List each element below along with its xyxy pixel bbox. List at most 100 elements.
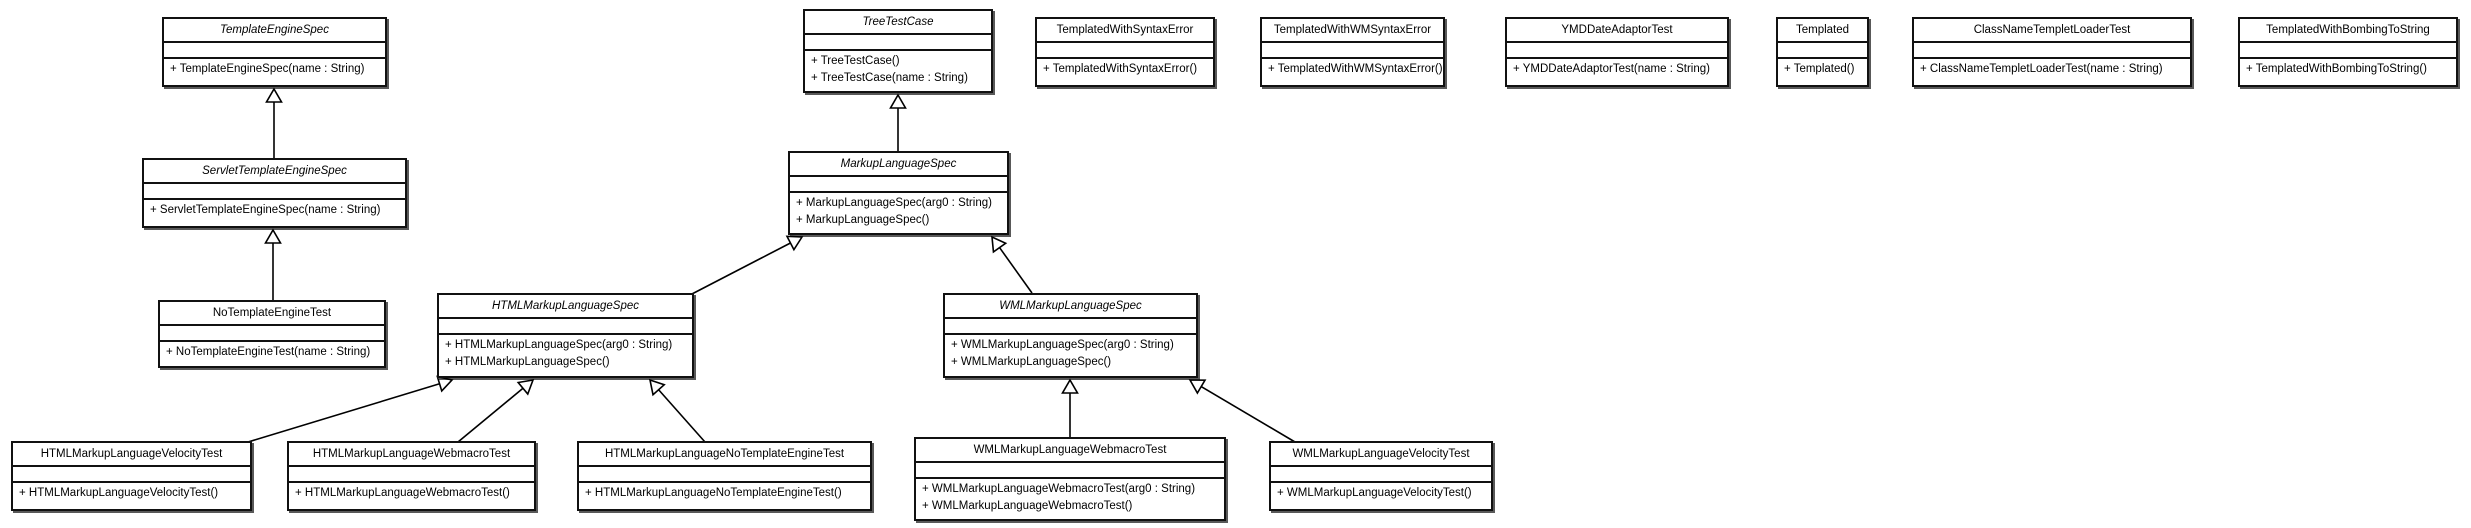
- class-title: WMLMarkupLanguageWebmacroTest: [916, 439, 1224, 463]
- generalization-arrowhead-icon: [889, 93, 907, 109]
- class-node-TemplatedWithBombingToString[interactable]: TemplatedWithBombingToString + TemplatedW…: [2238, 17, 2458, 87]
- generalization-edge-WMLMarkupLanguageVelocityTest-to-WMLMarkupLanguageSpec: [1200, 385, 1296, 443]
- class-title: YMDDateAdaptorTest: [1507, 19, 1727, 43]
- class-method: + TemplatedWithBombingToString(): [2246, 63, 2427, 75]
- class-attributes-compartment: [160, 326, 384, 342]
- class-title: WMLMarkupLanguageVelocityTest: [1271, 443, 1491, 467]
- class-method: + WMLMarkupLanguageVelocityTest(): [1277, 487, 1472, 499]
- class-method: + TemplatedWithWMSyntaxError(): [1268, 63, 1443, 75]
- class-attributes-compartment: [1262, 43, 1443, 59]
- class-attributes-compartment: [13, 467, 250, 483]
- class-attributes-compartment: [1271, 467, 1491, 483]
- class-methods-compartment: + MarkupLanguageSpec(arg0 : String) + Mar…: [790, 193, 1007, 233]
- class-method: + MarkupLanguageSpec(arg0 : String): [796, 197, 992, 209]
- class-title: Templated: [1778, 19, 1867, 43]
- class-method: + WMLMarkupLanguageWebmacroTest(arg0 : S…: [922, 483, 1196, 495]
- generalization-edge-HTMLMarkupLanguageSpec-to-MarkupLanguageSpec: [689, 242, 791, 296]
- class-methods-compartment: + Templated(): [1778, 59, 1867, 85]
- generalization-arrowhead-icon: [1061, 378, 1079, 394]
- class-node-HTMLMarkupLanguageSpec[interactable]: HTMLMarkupLanguageSpec + HTMLMarkupLangua…: [437, 293, 694, 378]
- class-node-NoTemplateEngineTest[interactable]: NoTemplateEngineTest + NoTemplateEngineTe…: [158, 300, 386, 368]
- class-method: + NoTemplateEngineTest(name : String): [166, 346, 371, 358]
- class-title: HTMLMarkupLanguageWebmacroTest: [289, 443, 534, 467]
- class-node-WMLMarkupLanguageVelocityTest[interactable]: WMLMarkupLanguageVelocityTest + WMLMarkup…: [1269, 441, 1493, 511]
- class-methods-compartment: + TemplatedWithSyntaxError(): [1037, 59, 1213, 85]
- class-attributes-compartment: [289, 467, 534, 483]
- class-node-ClassNameTempletLoaderTest[interactable]: ClassNameTempletLoaderTest + ClassNameTem…: [1912, 17, 2192, 87]
- class-attributes-compartment: [1037, 43, 1213, 59]
- class-attributes-compartment: [1778, 43, 1867, 59]
- generalization-edge-HTMLMarkupLanguageNoTemplateEngineTest-to-HTMLMarkupLanguageSpec: [658, 389, 706, 443]
- class-node-TemplateEngineSpec[interactable]: TemplateEngineSpec + TemplateEngineSpec(n…: [162, 17, 387, 87]
- class-node-WMLMarkupLanguageSpec[interactable]: WMLMarkupLanguageSpec + WMLMarkupLanguage…: [943, 293, 1198, 378]
- class-title: TemplatedWithSyntaxError: [1037, 19, 1213, 43]
- class-method: + TreeTestCase(name : String): [811, 72, 968, 84]
- class-methods-compartment: + TemplateEngineSpec(name : String): [164, 59, 385, 85]
- class-node-WMLMarkupLanguageWebmacroTest[interactable]: WMLMarkupLanguageWebmacroTest + WMLMarkup…: [914, 437, 1226, 521]
- class-method: + TreeTestCase(): [811, 55, 900, 67]
- class-attributes-compartment: [1507, 43, 1727, 59]
- class-title: MarkupLanguageSpec: [790, 153, 1007, 177]
- class-methods-compartment: + HTMLMarkupLanguageWebmacroTest(): [289, 483, 534, 509]
- class-methods-compartment: + TemplatedWithWMSyntaxError(): [1262, 59, 1443, 85]
- class-title: WMLMarkupLanguageSpec: [945, 295, 1196, 319]
- class-attributes-compartment: [144, 184, 405, 200]
- generalization-arrowhead-icon: [436, 375, 454, 393]
- class-title: TemplateEngineSpec: [164, 19, 385, 43]
- class-title: HTMLMarkupLanguageSpec: [439, 295, 692, 319]
- class-method: + YMDDateAdaptorTest(name : String): [1513, 63, 1710, 75]
- class-methods-compartment: + TemplatedWithBombingToString(): [2240, 59, 2456, 85]
- class-title: TemplatedWithWMSyntaxError: [1262, 19, 1443, 43]
- class-methods-compartment: + TreeTestCase() + TreeTestCase(name : St…: [805, 51, 991, 91]
- class-node-HTMLMarkupLanguageVelocityTest[interactable]: HTMLMarkupLanguageVelocityTest + HTMLMark…: [11, 441, 252, 511]
- class-node-ServletTemplateEngineSpec[interactable]: ServletTemplateEngineSpec + ServletTempla…: [142, 158, 407, 228]
- class-title: TreeTestCase: [805, 11, 991, 35]
- class-title: ServletTemplateEngineSpec: [144, 160, 405, 184]
- class-attributes-compartment: [2240, 43, 2456, 59]
- generalization-arrowhead-icon: [1188, 379, 1207, 395]
- class-node-YMDDateAdaptorTest[interactable]: YMDDateAdaptorTest + YMDDateAdaptorTest(n…: [1505, 17, 1729, 87]
- class-method: + HTMLMarkupLanguageVelocityTest(): [19, 487, 219, 499]
- generalization-arrowhead-icon: [516, 378, 535, 396]
- class-attributes-compartment: [439, 319, 692, 335]
- class-attributes-compartment: [916, 463, 1224, 479]
- class-attributes-compartment: [1914, 43, 2190, 59]
- class-methods-compartment: + WMLMarkupLanguageVelocityTest(): [1271, 483, 1491, 509]
- class-method: + ClassNameTempletLoaderTest(name : Stri…: [1920, 63, 2163, 75]
- class-methods-compartment: + ServletTemplateEngineSpec(name : Strin…: [144, 200, 405, 226]
- class-methods-compartment: + HTMLMarkupLanguageNoTemplateEngineTest…: [579, 483, 870, 509]
- class-method: + HTMLMarkupLanguageNoTemplateEngineTest…: [585, 487, 842, 499]
- class-node-MarkupLanguageSpec[interactable]: MarkupLanguageSpec + MarkupLanguageSpec(a…: [788, 151, 1009, 235]
- class-node-Templated[interactable]: Templated + Templated(): [1776, 17, 1869, 87]
- class-node-TemplatedWithWMSyntaxError[interactable]: TemplatedWithWMSyntaxError + TemplatedWit…: [1260, 17, 1445, 87]
- class-node-TemplatedWithSyntaxError[interactable]: TemplatedWithSyntaxError + TemplatedWithS…: [1035, 17, 1215, 87]
- class-attributes-compartment: [945, 319, 1196, 335]
- class-attributes-compartment: [164, 43, 385, 59]
- generalization-edge-HTMLMarkupLanguageVelocityTest-to-HTMLMarkupLanguageSpec: [247, 383, 440, 443]
- class-title: NoTemplateEngineTest: [160, 302, 384, 326]
- class-method: + Templated(): [1784, 63, 1855, 75]
- class-method: + HTMLMarkupLanguageSpec(): [445, 356, 610, 368]
- generalization-arrowhead-icon: [991, 235, 1008, 254]
- class-method: + HTMLMarkupLanguageSpec(arg0 : String): [445, 339, 673, 351]
- generalization-edge-HTMLMarkupLanguageWebmacroTest-to-HTMLMarkupLanguageSpec: [457, 387, 524, 443]
- class-title: HTMLMarkupLanguageNoTemplateEngineTest: [579, 443, 870, 467]
- generalization-arrowhead-icon: [264, 228, 282, 244]
- class-node-HTMLMarkupLanguageNoTemplateEngineTest[interactable]: HTMLMarkupLanguageNoTemplateEngineTest + …: [577, 441, 872, 511]
- class-node-HTMLMarkupLanguageWebmacroTest[interactable]: HTMLMarkupLanguageWebmacroTest + HTMLMark…: [287, 441, 536, 511]
- class-method: + WMLMarkupLanguageSpec(arg0 : String): [951, 339, 1174, 351]
- class-method: + WMLMarkupLanguageWebmacroTest(): [922, 500, 1133, 512]
- class-methods-compartment: + WMLMarkupLanguageWebmacroTest(arg0 : S…: [916, 479, 1224, 519]
- class-title: ClassNameTempletLoaderTest: [1914, 19, 2190, 43]
- class-methods-compartment: + YMDDateAdaptorTest(name : String): [1507, 59, 1727, 85]
- class-method: + TemplatedWithSyntaxError(): [1043, 63, 1198, 75]
- class-attributes-compartment: [790, 177, 1007, 193]
- class-method: + MarkupLanguageSpec(): [796, 214, 930, 226]
- generalization-arrowhead-icon: [265, 87, 283, 103]
- class-node-TreeTestCase[interactable]: TreeTestCase+ TreeTestCase()+ TreeTestCa…: [803, 9, 993, 93]
- class-title: TemplatedWithBombingToString: [2240, 19, 2456, 43]
- class-method: + TemplateEngineSpec(name : String): [170, 63, 365, 75]
- class-title: HTMLMarkupLanguageVelocityTest: [13, 443, 250, 467]
